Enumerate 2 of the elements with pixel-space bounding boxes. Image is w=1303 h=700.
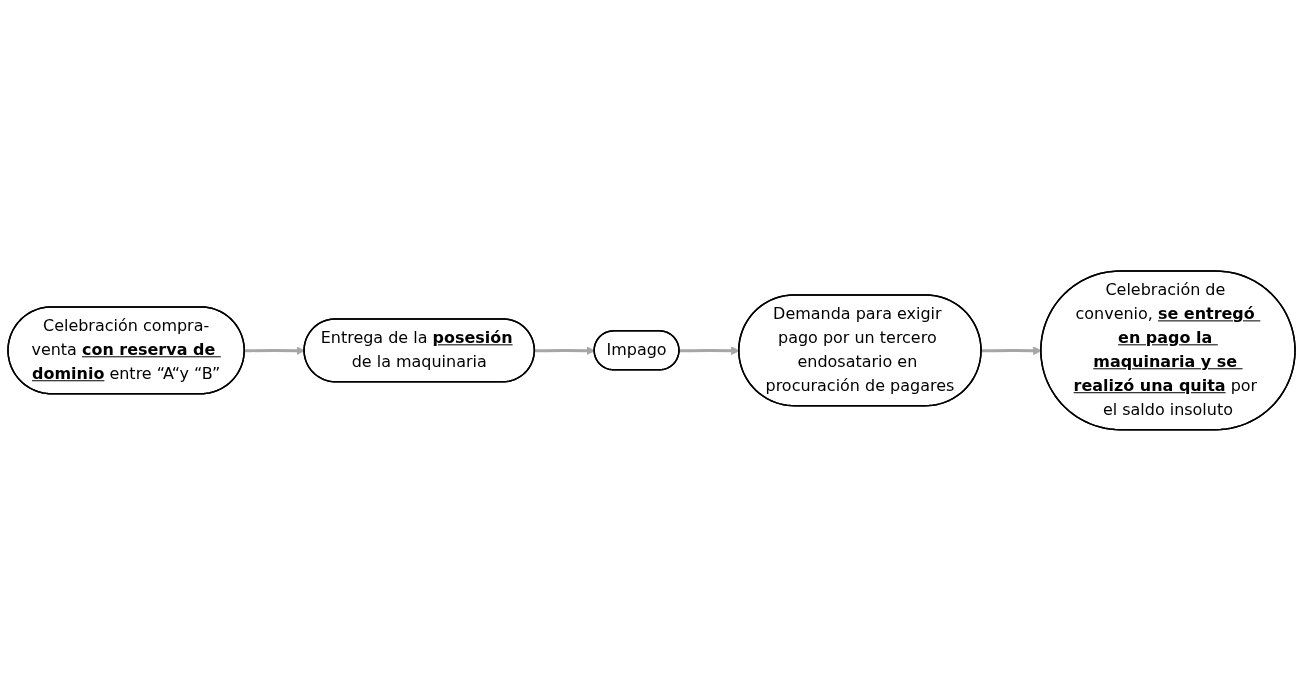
arrow bbox=[244, 346, 305, 355]
arrow bbox=[981, 346, 1042, 355]
